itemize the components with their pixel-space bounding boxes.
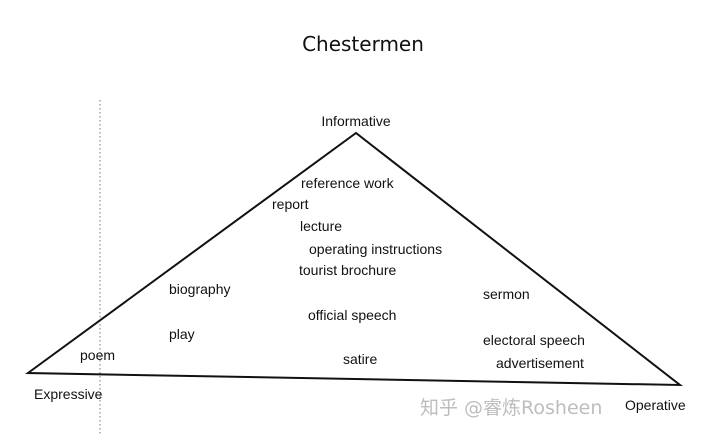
text-type-label: biography <box>169 281 231 297</box>
vertex-label-informative: Informative <box>321 113 390 129</box>
text-type-label: reference work <box>301 175 395 191</box>
text-type-label: tourist brochure <box>299 262 396 278</box>
text-type-label: play <box>169 326 195 342</box>
text-type-label: poem <box>80 347 115 363</box>
text-type-label: lecture <box>300 218 342 234</box>
text-type-label: sermon <box>483 286 530 302</box>
text-type-label: operating instructions <box>309 241 442 257</box>
diagram-title: Chestermen <box>302 32 424 56</box>
text-type-label: report <box>272 196 309 212</box>
vertex-label-expressive: Expressive <box>34 386 103 402</box>
triangle <box>25 131 683 387</box>
text-type-label: advertisement <box>496 355 584 371</box>
text-type-label: official speech <box>308 307 396 323</box>
vertex-label-operative: Operative <box>625 397 686 413</box>
watermark: 知乎 @睿炼Rosheen <box>420 397 602 419</box>
text-type-label: electoral speech <box>483 332 585 348</box>
text-type-label: satire <box>343 351 377 367</box>
